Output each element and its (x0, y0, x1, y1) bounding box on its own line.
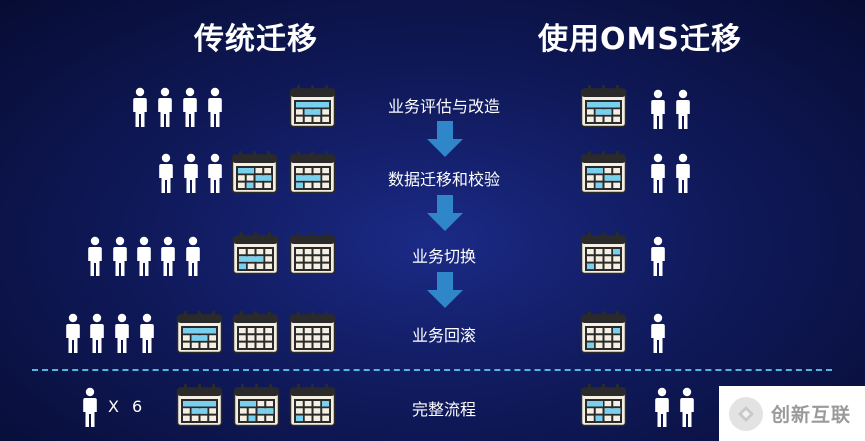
step-assessment-label: 业务评估与改造 (387, 97, 500, 116)
person-icon (208, 87, 222, 127)
calendar-icon (176, 310, 223, 354)
down-arrow-icon (427, 272, 463, 308)
person-icon (184, 153, 198, 193)
person-icon (676, 89, 690, 129)
calendar-icon (232, 310, 279, 354)
calendar-icon (580, 84, 627, 128)
watermark-text: 创新互联 (771, 404, 852, 426)
step-full-process-label: 完整流程 (411, 400, 476, 419)
person-icon (140, 313, 154, 353)
down-arrow-icon (427, 195, 463, 231)
person-icon (651, 89, 665, 129)
calendar-icon (289, 383, 336, 427)
person-icon (66, 313, 80, 353)
person-icon (651, 313, 665, 353)
calendar-icon (289, 150, 336, 194)
dashed-divider (32, 369, 832, 371)
person-icon (115, 313, 129, 353)
person-icon (680, 387, 694, 427)
person-icon (133, 87, 147, 127)
step-switch-label: 业务切换 (411, 247, 476, 266)
person-icon (90, 313, 104, 353)
traditional-title: 传统迁移 (194, 22, 318, 57)
person-icon (137, 236, 151, 276)
calendar-icon (176, 383, 223, 427)
person-icon (88, 236, 102, 276)
watermark-logo-icon (729, 396, 763, 431)
step-rollback-label: 业务回滚 (411, 326, 476, 345)
calendar-icon (231, 150, 278, 194)
person-icon (158, 87, 172, 127)
multiplier-label: X 6 (108, 397, 147, 416)
person-icon (655, 387, 669, 427)
calendar-icon (233, 383, 280, 427)
calendar-icon (289, 310, 336, 354)
person-icon (159, 153, 173, 193)
person-icon (651, 236, 665, 276)
calendar-icon (580, 383, 627, 427)
person-icon (208, 153, 222, 193)
person-icon (676, 153, 690, 193)
calendar-icon (289, 231, 336, 275)
watermark: 创新互联 (719, 386, 865, 441)
calendar-icon (289, 84, 336, 128)
oms-title: 使用OMS迁移 (538, 22, 742, 57)
calendar-icon (232, 231, 279, 275)
person-icon (183, 87, 197, 127)
calendar-icon (580, 150, 627, 194)
person-icon (186, 236, 200, 276)
person-icon (113, 236, 127, 276)
person-icon (161, 236, 175, 276)
down-arrow-icon (427, 121, 463, 157)
person-icon (83, 387, 97, 427)
step-migration-label: 数据迁移和校验 (387, 170, 500, 189)
person-icon (651, 153, 665, 193)
calendar-icon (580, 310, 627, 354)
calendar-icon (580, 231, 627, 275)
